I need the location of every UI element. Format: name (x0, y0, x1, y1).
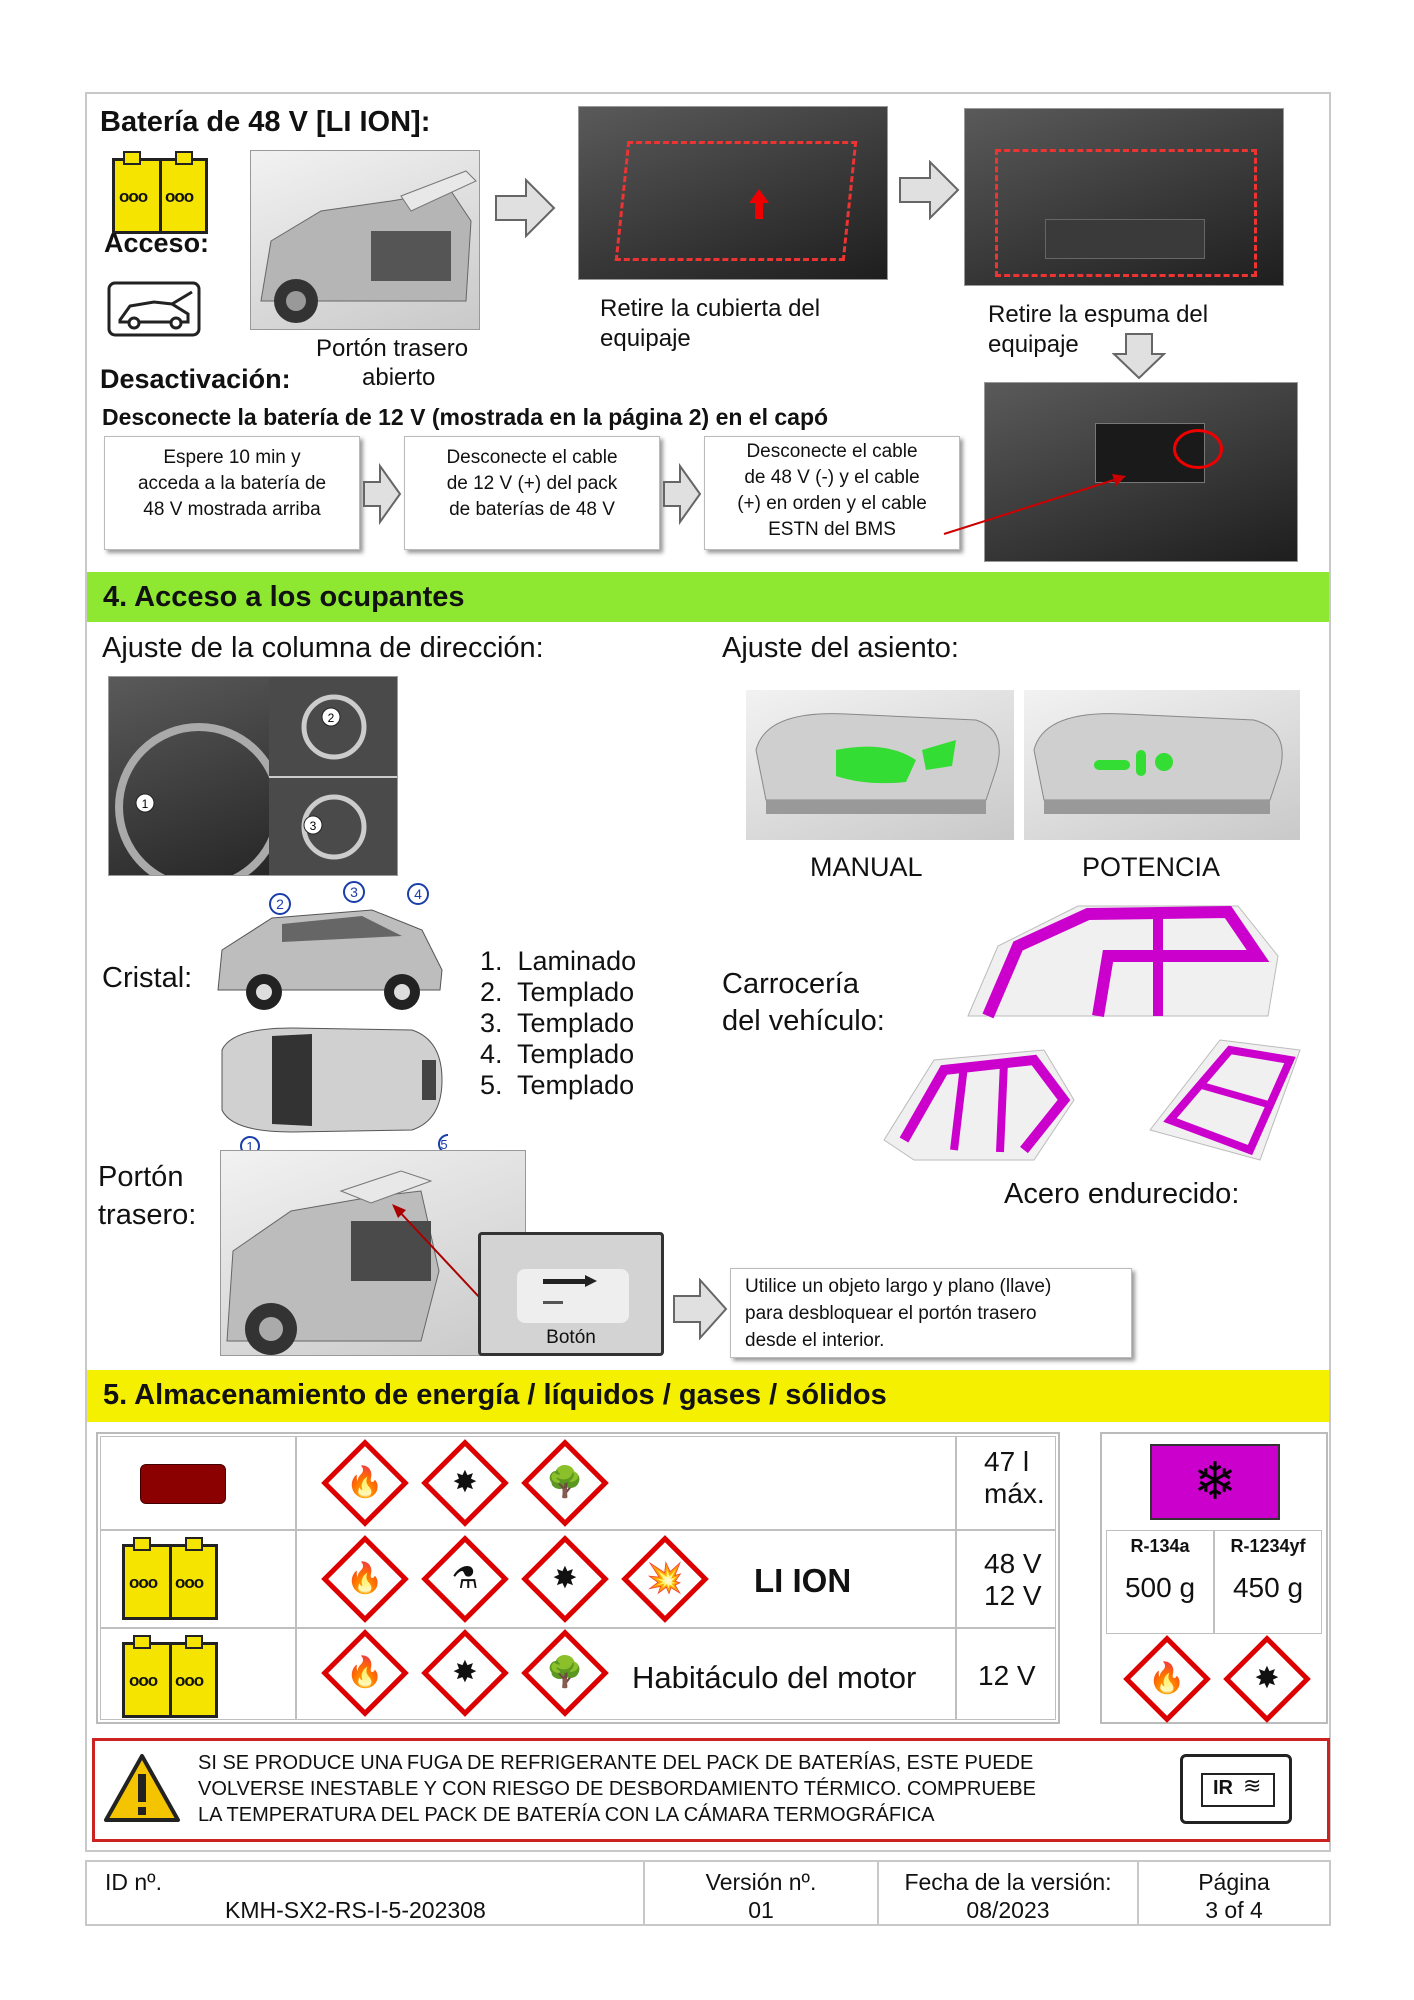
glass-marker-4: 4 (414, 886, 422, 902)
seat-manual-label: MANUAL (810, 852, 923, 882)
li-ion-label: LI ION (754, 1562, 852, 1599)
table-cell (956, 1628, 1056, 1720)
refrigerant-amount: 450 g (1232, 1572, 1304, 1603)
pointer-arrow (392, 1204, 481, 1299)
remove-cover-text: Retire la cubierta del equipaje (600, 295, 821, 352)
seat-manual-photo (746, 690, 1014, 840)
table-cell (296, 1628, 956, 1720)
warning-triangle-icon (104, 1754, 180, 1822)
footer-page: Página 3 of 4 (1137, 1860, 1331, 1926)
seat-power-label: POTENCIA (1082, 852, 1221, 882)
glass-marker-1: 1 (246, 1139, 253, 1154)
access-label: Acceso: (104, 228, 210, 258)
table-cell (1214, 1530, 1322, 1634)
button-label: Botón (546, 1327, 596, 1348)
footer-id: ID nº. KMH-SX2-RS-I-5-202308 (85, 1860, 645, 1926)
car-rear-photo (250, 150, 480, 330)
engine-compartment-label: Habitáculo del motor (632, 1660, 917, 1695)
battery-section-title: Batería de 48 V [LI ION]: (100, 106, 431, 138)
table-cell (296, 1530, 956, 1628)
table-cell (1106, 1530, 1214, 1634)
arrow-right-icon (543, 1275, 597, 1304)
table-cell (956, 1436, 1056, 1530)
tailgate-label: Portón trasero: (98, 1161, 197, 1231)
section-4-header: 4. Acceso a los ocupantes (87, 572, 1329, 622)
footer-version: Versión nº. 01 (643, 1860, 879, 1926)
glass-label: Cristal: (102, 962, 193, 994)
glass-item: 5. Templado (480, 1070, 635, 1100)
glass-marker-3: 3 (350, 884, 358, 900)
glass-marker-2: 2 (276, 896, 284, 912)
refrigerant-box (1100, 1432, 1328, 1724)
car-hood-icon (107, 281, 201, 337)
page-frame (85, 92, 1331, 1852)
glass-item: 1. Laminado (480, 946, 637, 976)
hardened-steel-label: Acero endurecido: (1004, 1178, 1240, 1210)
trunk-foam-photo (964, 108, 1284, 286)
deactivation-label: Desactivación: (100, 364, 291, 394)
section-5-header: 5. Almacenamiento de energía / líquidos … (87, 1370, 1329, 1422)
tailgate-caption-2: abierto (362, 364, 436, 391)
pointer-arrow (943, 474, 1126, 535)
body-front-diagram (883, 1049, 1075, 1161)
arrow-right-icon (663, 462, 702, 526)
glass-item: 4. Templado (480, 1039, 635, 1069)
glass-item: 2. Templado (480, 977, 635, 1007)
table-cell (100, 1436, 296, 1530)
refrigerant-type: R-134a (1130, 1536, 1190, 1556)
refrigerant-amount: 500 g (1124, 1572, 1196, 1603)
table-cell (100, 1530, 296, 1628)
glass-item: 3. Templado (480, 1008, 635, 1038)
battery-icon: ooo ooo (122, 1635, 218, 1718)
car-side-diagram: 2 3 4 (212, 880, 448, 1016)
car-top-diagram: 1 5 (212, 1020, 448, 1158)
body-floor-diagram (1149, 1039, 1301, 1161)
button-diagram: Botón (478, 1232, 664, 1356)
thermal-warning-box (92, 1738, 1330, 1842)
fuel-capacity: 47 l máx. (984, 1446, 1045, 1509)
unlock-instruction: Utilice un objeto largo y plano (llave) … (730, 1268, 1132, 1358)
vehicle-body-label: Carrocería del vehículo: (722, 968, 885, 1037)
deactivation-text: Desconecte la batería de 12 V (mostrada … (102, 404, 829, 430)
steering-photo: 1 2 3 (108, 676, 398, 876)
tailgate-caption-1: Portón trasero (316, 335, 469, 362)
remove-foam-text: Retire la espuma del equipaje (988, 301, 1209, 358)
thermal-camera-icon: IR ≋ (1180, 1754, 1292, 1824)
arrow-right-icon (673, 1278, 728, 1340)
steering-marker-2: 2 (328, 711, 335, 725)
arrow-right-icon (495, 178, 556, 238)
steering-label: Ajuste de la columna de dirección: (102, 632, 544, 664)
table-cell (296, 1436, 956, 1530)
table-cell (956, 1530, 1056, 1628)
seat-label: Ajuste del asiento: (722, 632, 959, 664)
battery-icon: ooo ooo (112, 151, 208, 234)
battery-voltage: 48 V 12 V (984, 1548, 1042, 1611)
storage-table (96, 1432, 1060, 1724)
table-cell (100, 1628, 296, 1720)
body-side-diagram (967, 905, 1279, 1019)
tailgate-photo (220, 1150, 526, 1356)
warning-text: SI SE PRODUCE UNA FUGA DE REFRIGERANTE D… (198, 1752, 1036, 1826)
footer-date: Fecha de la versión: 08/2023 (877, 1860, 1139, 1926)
battery-48v-photo (984, 382, 1298, 562)
battery-icon: ooo ooo (122, 1537, 218, 1620)
engine-voltage: 12 V (978, 1660, 1036, 1691)
arrow-down-icon (1112, 333, 1166, 380)
steering-marker-3: 3 (310, 819, 317, 833)
seat-power-photo (1024, 690, 1300, 840)
arrow-right-icon (363, 462, 402, 526)
arrow-right-icon (899, 160, 960, 220)
trunk-cover-photo (578, 106, 888, 280)
glass-marker-5: 5 (440, 1137, 447, 1152)
snowflake-icon: ❄ (1150, 1444, 1280, 1520)
fuel-tank-icon (140, 1464, 226, 1504)
steering-marker-1: 1 (142, 797, 149, 811)
glass-list: 1. Laminado 2. Templado 3. Templado 4. T… (480, 946, 636, 1101)
refrigerant-type: R-1234yf (1230, 1536, 1306, 1556)
